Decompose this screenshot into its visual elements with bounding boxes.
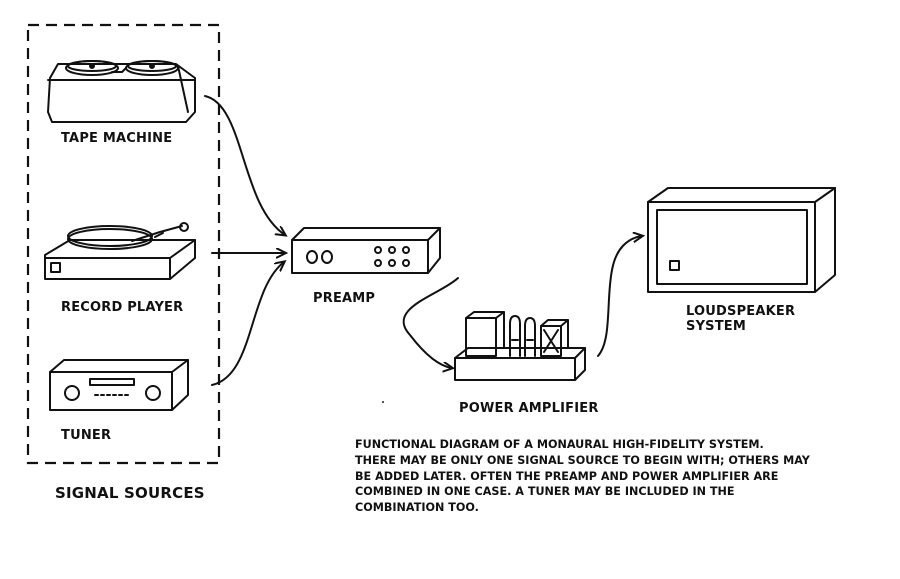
tuner-label: TUNER [61, 428, 112, 443]
power-amplifier-label: POWER AMPLIFIER [459, 401, 599, 416]
signal-flow-arrows [204, 95, 642, 386]
caption-line: BE ADDED LATER. OFTEN THE PREAMP AND POW… [355, 469, 779, 483]
tuner-to-preamp-arrow [211, 262, 284, 386]
preamp-label: PREAMP [313, 291, 376, 306]
tape-to-preamp-arrow [204, 95, 285, 235]
loudspeaker-icon [647, 187, 836, 293]
amp-to-speaker-arrow [597, 236, 642, 357]
caption-line: THERE MAY BE ONLY ONE SIGNAL SOURCE TO B… [355, 453, 810, 467]
diagram-caption: FUNCTIONAL DIAGRAM OF A MONAURAL HIGH-FI… [355, 437, 825, 516]
loudspeaker-label: LOUDSPEAKER [686, 304, 796, 319]
tape-machine-label: TAPE MACHINE [61, 131, 173, 146]
preamp-to-amp-arrow [402, 277, 459, 368]
tuner-icon [49, 359, 189, 411]
caption-line: FUNCTIONAL DIAGRAM OF A MONAURAL HIGH-FI… [355, 438, 764, 451]
record-player-label: RECORD PLAYER [61, 300, 184, 315]
caption-line: COMBINED IN ONE CASE. A TUNER MAY BE INC… [355, 485, 735, 499]
tape-machine-icon [47, 60, 196, 123]
record-player-icon [44, 222, 196, 280]
signal-sources-label: SIGNAL SOURCES [55, 484, 205, 502]
power-amplifier-icon [454, 311, 586, 381]
preamp-icon [291, 227, 441, 274]
caption-line: COMBINATION TOO. [355, 501, 479, 515]
signal-sources-box [26, 23, 221, 465]
stray-dot [381, 400, 385, 404]
loudspeaker-label-line2: SYSTEM [686, 319, 747, 334]
